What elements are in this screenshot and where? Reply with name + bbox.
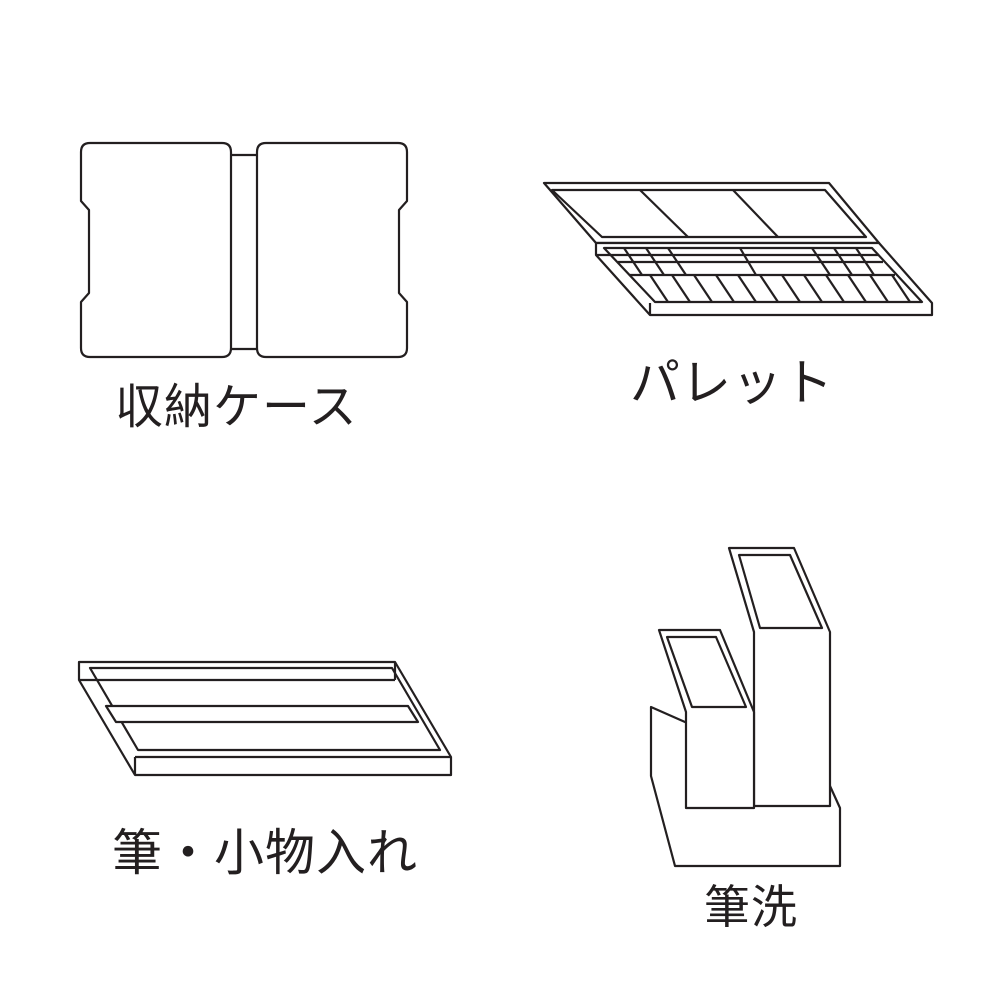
palette-base [594,241,934,317]
palette-drawing [542,181,934,317]
case-hinge [227,153,261,351]
case-right-panel [255,141,409,359]
palette-lid [542,181,881,245]
case-left-panel [79,141,233,359]
washer-short-box [657,628,756,810]
tray-divider [104,704,420,724]
storage-case-label: 収納ケース [115,379,358,435]
palette-label: パレット [630,354,834,412]
brush-washer-drawing [649,546,842,868]
brush-tray-drawing [77,660,453,777]
brush-washer-label: 筆洗 [704,880,798,934]
storage-case-drawing [79,141,409,359]
brush-tray-label: 筆・小物入れ [112,824,418,882]
palette-wells [649,274,911,303]
